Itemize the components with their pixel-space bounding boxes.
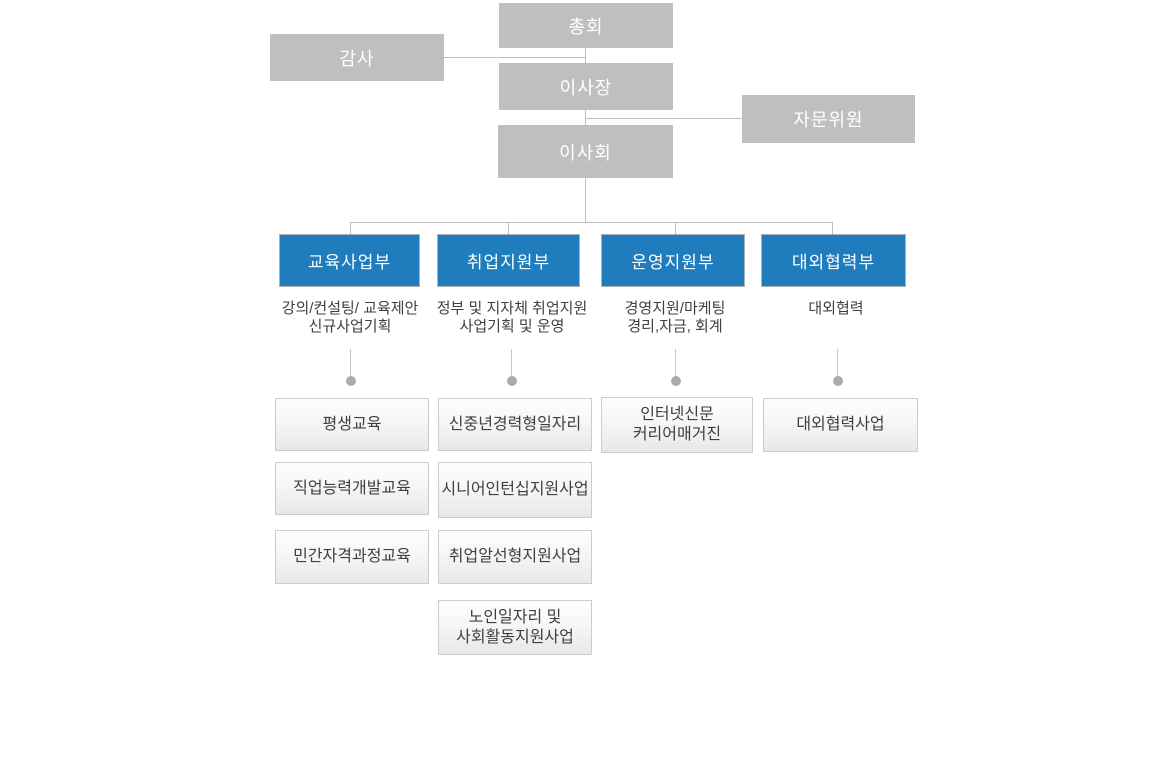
leaf-line: 노인일자리 및	[468, 608, 562, 626]
desc-external-cooperation: 대외협력	[726, 300, 946, 318]
leaf-internet-news-career-magazine: 인터넷신문 커리어매거진	[601, 397, 753, 453]
node-board-of-directors: 이사회	[498, 125, 673, 178]
leaf-new-middle-age-career-jobs: 신중년경력형일자리	[438, 398, 592, 451]
dot-external	[833, 376, 843, 386]
connector-auditor-branch	[444, 57, 585, 58]
connector-assembly-chairman	[585, 48, 586, 63]
dot-education	[346, 376, 356, 386]
dot-employment	[507, 376, 517, 386]
desc-line: 대외협력	[808, 300, 864, 317]
dept-external-cooperation: 대외협력부	[761, 234, 906, 287]
leaf-external-cooperation-business: 대외협력사업	[763, 398, 918, 452]
leaf-senior-internship-support: 시니어인턴십지원사업	[438, 462, 592, 518]
stem-external	[837, 349, 838, 377]
dept-education-business: 교육사업부	[279, 234, 420, 287]
node-general-assembly: 총회	[499, 3, 673, 48]
desc-line: 신규사업기획	[308, 318, 392, 335]
dept-operations-support: 운영지원부	[601, 234, 745, 287]
leaf-senior-jobs-social-activity-support: 노인일자리 및 사회활동지원사업	[438, 600, 592, 655]
connector-drop-employment	[508, 222, 509, 234]
stem-education	[350, 349, 351, 377]
desc-employment-support: 정부 및 지자체 취업지원 사업기획 및 운영	[402, 300, 622, 336]
stem-operations	[675, 349, 676, 377]
desc-education-business: 강의/컨설팅/ 교육제안 신규사업기획	[240, 300, 460, 336]
desc-line: 경리,자금, 회계	[627, 318, 723, 335]
connector-drop-operations	[675, 222, 676, 234]
desc-line: 정부 및 지자체 취업지원	[436, 300, 588, 317]
dot-operations	[671, 376, 681, 386]
connector-drop-education	[350, 222, 351, 234]
connector-advisory-branch	[585, 118, 742, 119]
stem-employment	[511, 349, 512, 377]
leaf-private-certificate-education: 민간자격과정교육	[275, 530, 429, 584]
leaf-lifelong-education: 평생교육	[275, 398, 429, 451]
desc-line: 경영지원/마케팅	[624, 300, 726, 317]
desc-operations-support: 경영지원/마케팅 경리,자금, 회계	[565, 300, 785, 336]
connector-drop-external	[832, 222, 833, 234]
desc-line: 강의/컨설팅/ 교육제안	[281, 300, 419, 317]
node-advisory-committee: 자문위원	[742, 95, 915, 143]
connector-board-trunk	[585, 178, 586, 222]
leaf-job-placement-support: 취업알선형지원사업	[438, 530, 592, 584]
leaf-line: 커리어매거진	[632, 426, 722, 443]
desc-line: 사업기획 및 운영	[459, 318, 565, 335]
leaf-line: 인터넷신문	[640, 406, 714, 423]
leaf-line: 사회활동지원사업	[456, 628, 574, 646]
dept-employment-support: 취업지원부	[437, 234, 580, 287]
node-auditor: 감사	[270, 34, 444, 81]
node-chairman: 이사장	[499, 63, 673, 110]
leaf-vocational-competency-education: 직업능력개발교육	[275, 462, 429, 515]
connector-chairman-board	[585, 110, 586, 125]
connector-department-rail	[350, 222, 833, 223]
